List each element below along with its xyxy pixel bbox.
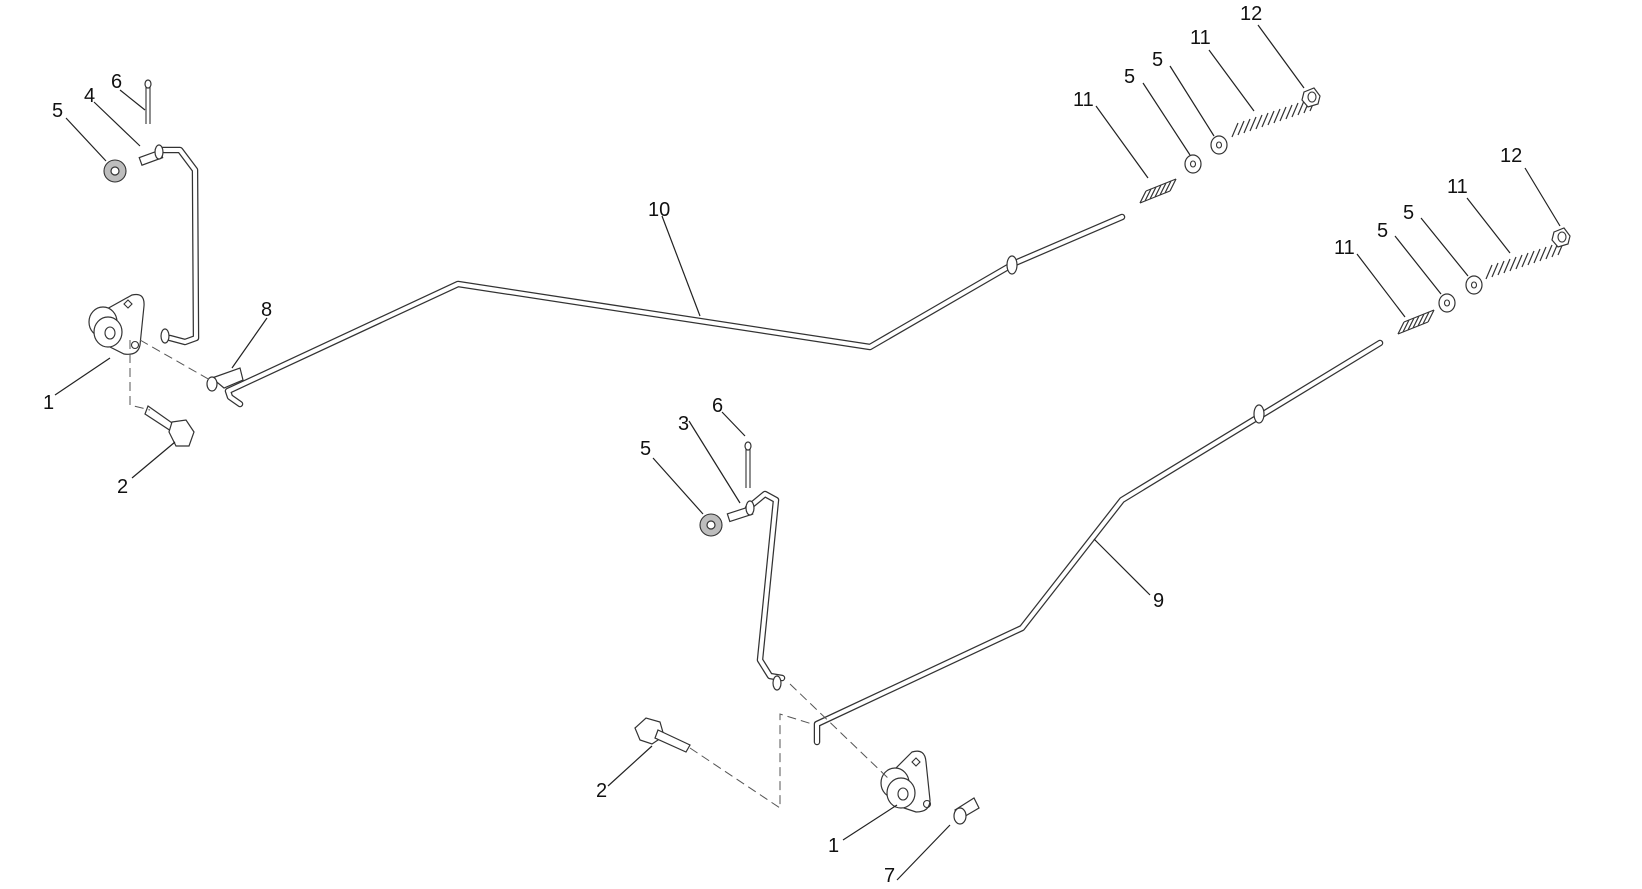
callout-8: 8	[261, 299, 272, 321]
callout-11-lower-short: 11	[1334, 237, 1355, 259]
callout-1-upper: 1	[43, 392, 54, 414]
callout-1-lower: 1	[828, 835, 839, 857]
callout-2-upper: 2	[117, 476, 128, 498]
link-pivot-end-lower	[772, 675, 782, 691]
callout-5-lower-b: 5	[1403, 202, 1414, 224]
nut-12-upper	[1301, 87, 1321, 108]
callout-5-upper-a: 5	[1124, 66, 1135, 88]
link-pivot-end-upper	[160, 328, 170, 344]
bellcrank-1-upper	[88, 293, 145, 355]
callout-11-lower-long: 11	[1447, 176, 1468, 198]
callout-7: 7	[884, 865, 895, 887]
callout-6-upper: 6	[111, 71, 122, 93]
spring-11-lower-long	[1485, 240, 1565, 280]
cotter-pin-6-upper	[144, 79, 152, 124]
washer-5-upper-b	[1210, 135, 1228, 155]
washer-5-upper-a	[1184, 154, 1202, 174]
callout-5-lower-left: 5	[640, 438, 651, 460]
callout-6-lower: 6	[712, 395, 723, 417]
leader-lines	[54, 24, 1561, 881]
callout-5-lower-a: 5	[1377, 220, 1388, 242]
callout-3: 3	[678, 413, 689, 435]
clip-8	[206, 367, 244, 392]
callout-10: 10	[648, 199, 670, 221]
link-rod-upper	[154, 146, 200, 346]
assembly-line-lower-a	[689, 713, 813, 809]
assembly-line-upper-a	[129, 340, 151, 411]
link-rod-lower	[744, 490, 786, 682]
callout-5-upper-b: 5	[1152, 49, 1163, 71]
callout-4: 4	[84, 85, 95, 107]
callout-9: 9	[1153, 590, 1164, 612]
rod-9	[813, 339, 1384, 746]
pin-4	[138, 144, 164, 166]
spring-11-lower-short	[1397, 309, 1435, 335]
rod-9-collar	[1253, 404, 1265, 424]
clip-7	[953, 797, 980, 825]
assembly-line-lower-b	[789, 683, 891, 781]
cotter-pin-6-lower	[744, 441, 752, 488]
rod-10	[224, 213, 1126, 408]
washer-5-lower-left	[699, 513, 723, 537]
spring-11-upper-long	[1231, 96, 1317, 138]
callout-5-upper-left: 5	[52, 100, 63, 122]
bolt-2-lower	[634, 717, 691, 753]
callout-11-upper-short: 11	[1073, 89, 1094, 111]
spring-11-upper-short	[1139, 178, 1177, 204]
callout-2-lower: 2	[596, 780, 607, 802]
bolt-2-upper	[144, 405, 195, 447]
callout-12-lower: 12	[1500, 145, 1522, 167]
assembly-line-upper-b	[139, 339, 211, 381]
callout-11-upper-long: 11	[1190, 27, 1211, 49]
rod-10-collar	[1006, 255, 1018, 275]
pin-3	[726, 500, 755, 523]
bellcrank-1-lower	[880, 750, 932, 813]
washer-5-upper-left	[103, 159, 127, 183]
callout-12-upper: 12	[1240, 3, 1262, 25]
nut-12-lower	[1551, 227, 1571, 248]
washer-5-lower-b	[1465, 275, 1483, 295]
washer-5-lower-a	[1438, 293, 1456, 313]
